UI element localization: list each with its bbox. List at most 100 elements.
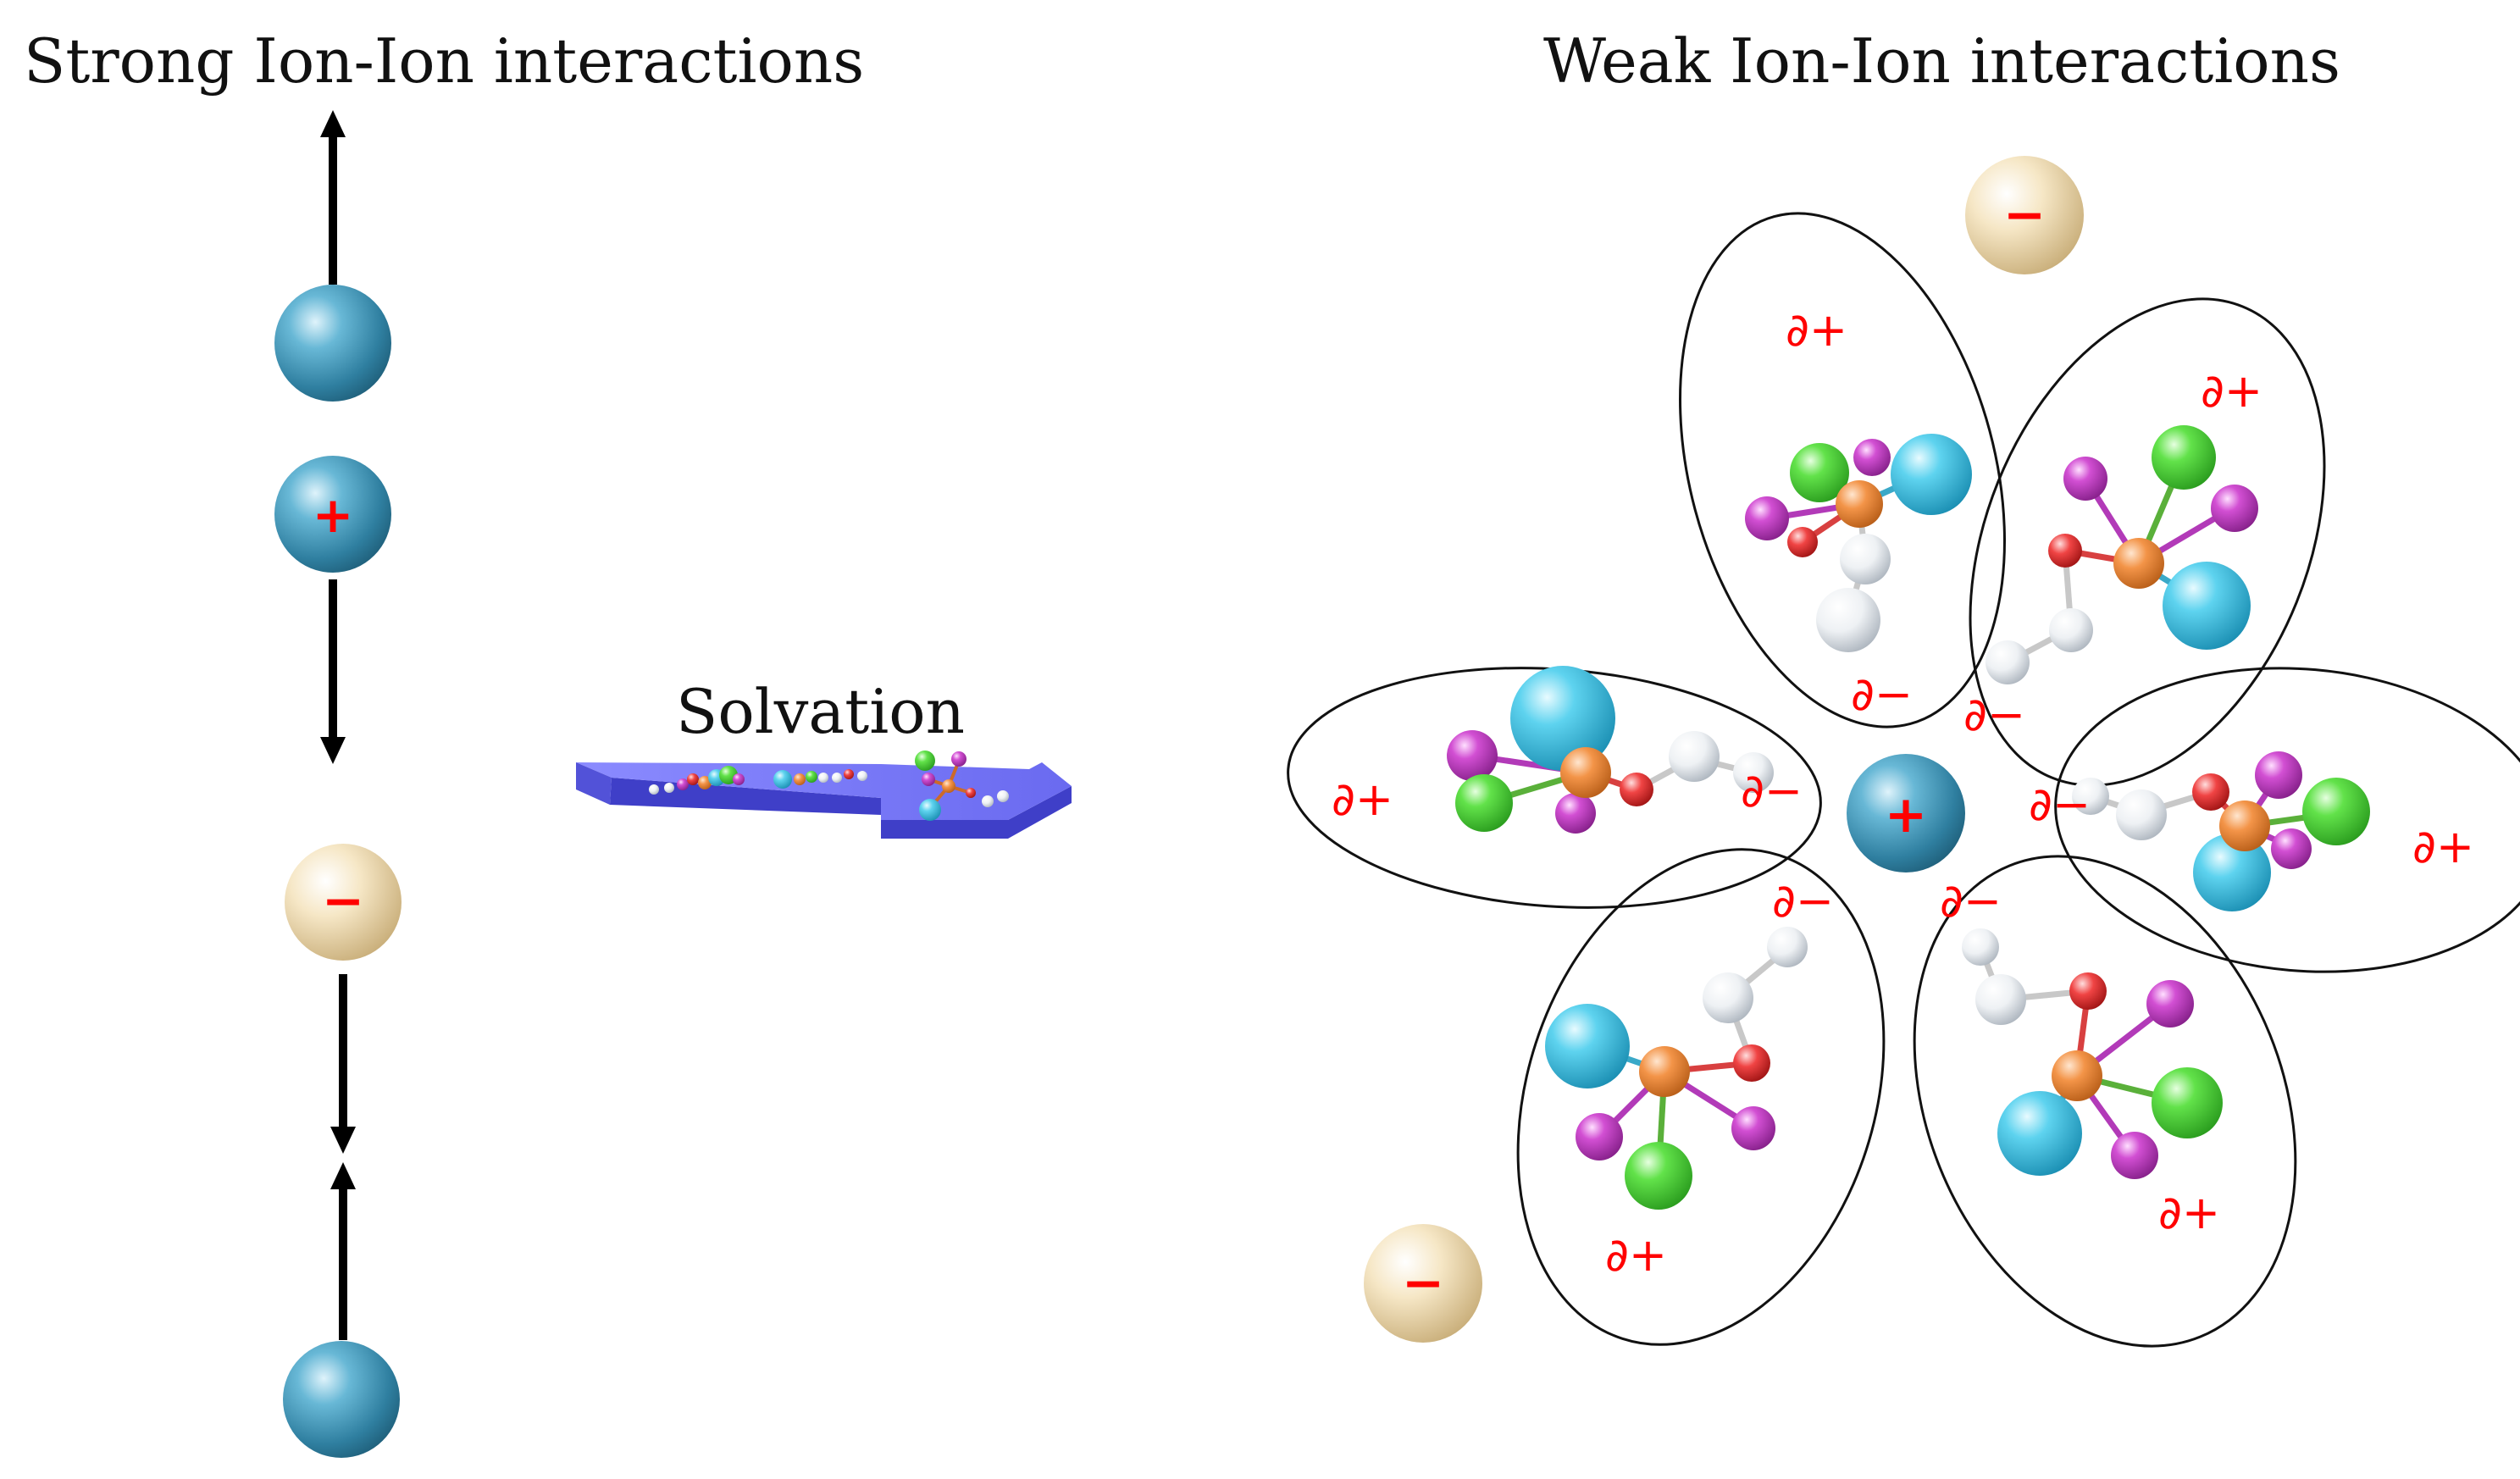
partial-negative-label: ∂− [1940, 874, 2002, 928]
atom-red [1733, 1044, 1770, 1082]
atom-red [2192, 773, 2229, 811]
partial-positive-label: ∂+ [1605, 1228, 1667, 1282]
atom-white [1703, 972, 1753, 1023]
atom-white [1840, 534, 1891, 584]
atom-white [1975, 974, 2026, 1025]
solvent-shell-ellipse [1969, 297, 2326, 787]
atom-cyan [2193, 834, 2271, 911]
atom [915, 751, 935, 771]
atom [942, 779, 955, 793]
atom-magenta [2211, 485, 2258, 532]
partial-negative-label: ∂− [2029, 778, 2091, 831]
atom [922, 773, 935, 786]
atom-magenta [2271, 828, 2312, 869]
atom-cyan [1510, 666, 1615, 771]
atom-green [1455, 774, 1513, 832]
atom [773, 770, 792, 789]
atom-center [1560, 747, 1611, 798]
atom-white [1816, 588, 1880, 652]
solvent-molecule: ∂+ ∂− [1679, 212, 2006, 728]
strong-interaction-panel: + − [274, 110, 402, 1458]
arrow-up-head [330, 1162, 356, 1189]
partial-negative-label: ∂− [1741, 764, 1803, 817]
partial-negative-label: ∂− [1963, 688, 2025, 741]
atom-white [1767, 927, 1808, 967]
atom-magenta [1745, 496, 1789, 540]
anion-sphere [285, 844, 402, 961]
solvent-molecule: ∂+ ∂− [1963, 297, 2326, 787]
partial-negative-label: ∂− [1772, 874, 1834, 928]
atom-red [2048, 534, 2082, 568]
atom-cyan [2163, 562, 2251, 650]
solvent-shell-ellipse [1516, 848, 1886, 1346]
atom [857, 771, 867, 781]
solvent-molecule: ∂− ∂+ [1913, 855, 2297, 1348]
anion-sphere [1965, 156, 2084, 274]
atom-magenta [2146, 980, 2194, 1028]
atom-center [1836, 480, 1883, 528]
partial-positive-label: ∂+ [2201, 364, 2262, 418]
arrow-up-head [320, 110, 346, 137]
atom-red [1620, 773, 1653, 806]
atom-center [2219, 800, 2270, 851]
arrow-down-head [330, 1127, 356, 1154]
atom-magenta [2255, 751, 2302, 799]
central-cation-sphere [1847, 754, 1965, 872]
atom [832, 773, 842, 783]
partial-negative-label: ∂− [1851, 667, 1913, 721]
anion-sign: − [322, 872, 364, 931]
atom [698, 776, 712, 789]
solvent-shell-ellipse [1679, 212, 2006, 728]
partial-positive-label: ∂+ [2412, 820, 2474, 873]
anion-sign: − [1402, 1254, 1444, 1313]
band-molecules [649, 751, 1009, 821]
atom-cyan [1545, 1004, 1630, 1088]
atom [951, 751, 966, 767]
atom [982, 795, 994, 807]
atom [677, 778, 689, 790]
atom-green [2152, 1067, 2223, 1138]
atom-white [1733, 752, 1774, 793]
anion-sphere [1364, 1224, 1482, 1343]
atom-white [2072, 778, 2109, 815]
atom-green [2152, 425, 2216, 490]
atom-magenta [1731, 1106, 1775, 1150]
solvent-shell-ellipse [2054, 667, 2520, 973]
partial-positive-label: ∂+ [1332, 773, 1393, 826]
atom-white [1962, 928, 1999, 966]
atom-magenta [2063, 457, 2107, 501]
atom [966, 788, 976, 798]
solvation-arrow-top [576, 762, 1072, 820]
atom [687, 773, 699, 785]
atom [664, 783, 674, 793]
atom-cyan [1997, 1091, 2082, 1176]
atom-center [2052, 1050, 2102, 1101]
atom-white [2116, 789, 2167, 840]
solvent-molecule: ∂− ∂+ [1516, 848, 1886, 1346]
atom-green [1625, 1142, 1692, 1210]
solvation-arrow-left-face [576, 762, 612, 805]
cation-sign: + [313, 486, 354, 544]
atom [818, 773, 828, 783]
atom-cyan [1891, 434, 1972, 515]
solvent-molecule: ∂− ∂+ [2029, 667, 2520, 973]
partial-positive-label: ∂+ [1786, 303, 1847, 357]
solvation-label: Solvation [676, 676, 965, 747]
atom-magenta [1447, 730, 1498, 781]
atom-magenta [2111, 1132, 2158, 1179]
atom [997, 790, 1009, 802]
atom [919, 799, 941, 821]
atom-red [1787, 527, 1818, 557]
atom-magenta [1555, 793, 1596, 834]
anion-sign: − [2003, 186, 2046, 245]
solvation-arrow [576, 751, 1072, 839]
atom-white [1986, 640, 2030, 684]
solvation-arrow-side [610, 778, 1072, 839]
atom [733, 773, 745, 785]
atom [649, 784, 659, 795]
left-panel-title: Strong Ion-Ion interactions [24, 25, 865, 97]
atom [844, 769, 854, 779]
cation-sign: + [1885, 785, 1927, 845]
